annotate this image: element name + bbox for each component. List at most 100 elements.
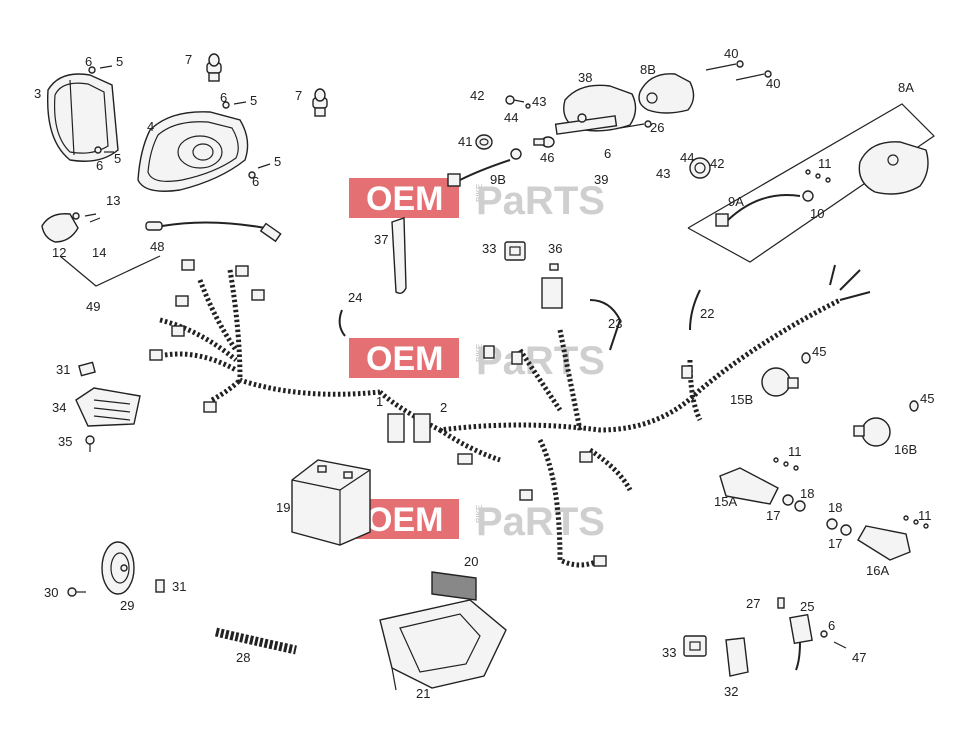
label-43: 43 — [656, 166, 670, 181]
watermark-2: OEM BIKE PaRTS — [349, 338, 605, 383]
label-33: 33 — [482, 241, 496, 256]
watermark-parts-text: PaRTS — [476, 179, 605, 223]
label-18: 18 — [828, 500, 842, 515]
label-5: 5 — [274, 154, 281, 169]
label-15B: 15B — [730, 392, 753, 407]
label-23: 23 — [608, 316, 622, 331]
bulb-45 — [801, 352, 919, 412]
label-43: 43 — [532, 94, 546, 109]
label-14: 14 — [92, 245, 106, 260]
screw-42a — [505, 95, 531, 109]
label-6: 6 — [252, 174, 259, 189]
label-1: 1 — [376, 394, 383, 409]
label-9B: 9B — [490, 172, 506, 187]
washers-17-18 — [782, 494, 852, 536]
indicator-15B — [761, 367, 799, 397]
watermark-oem-box — [349, 178, 459, 218]
lens-42b — [689, 157, 711, 179]
pins-11 — [773, 457, 929, 529]
label-5: 5 — [114, 151, 121, 166]
label-13: 13 — [106, 193, 120, 208]
headlight-lens-4 — [137, 111, 249, 192]
label-29: 29 — [120, 598, 134, 613]
label-31: 31 — [172, 579, 186, 594]
watermark-oem-box — [349, 338, 459, 378]
label-6: 6 — [220, 90, 227, 105]
inset-8A — [687, 103, 935, 263]
label-16A: 16A — [866, 563, 889, 578]
relay-33-bottom — [683, 635, 707, 657]
relay-33-top — [504, 241, 526, 261]
label-10: 10 — [810, 206, 824, 221]
label-40: 40 — [766, 76, 780, 91]
label-49: 49 — [86, 299, 100, 314]
small-screws — [88, 65, 271, 179]
label-36: 36 — [548, 241, 562, 256]
bolts-40 — [705, 60, 772, 81]
label-45: 45 — [920, 391, 934, 406]
bulb-46 — [533, 136, 555, 148]
foam-20 — [431, 571, 477, 601]
label-26: 26 — [650, 120, 664, 135]
label-3: 3 — [34, 86, 41, 101]
label-22: 22 — [700, 306, 714, 321]
label-8B: 8B — [640, 62, 656, 77]
switch-25 — [789, 613, 813, 671]
sleeve-28 — [214, 627, 297, 655]
tail-lens-8B — [638, 73, 695, 114]
bolt-26 — [619, 120, 652, 129]
indicator-16A — [857, 525, 911, 561]
label-30: 30 — [44, 585, 58, 600]
tail-lamp-38 — [554, 84, 637, 135]
bracket-49 — [59, 255, 161, 287]
label-17: 17 — [828, 536, 842, 551]
label-32: 32 — [724, 684, 738, 699]
label-41: 41 — [458, 134, 472, 149]
bolt-35 — [85, 435, 95, 452]
label-5: 5 — [116, 54, 123, 69]
label-31: 31 — [56, 362, 70, 377]
label-6: 6 — [828, 618, 835, 633]
clip-31a — [78, 361, 96, 377]
label-6: 6 — [85, 54, 92, 69]
horn-29 — [101, 541, 135, 595]
screw-47 — [820, 630, 847, 649]
watermark-1: OEM BIKE PaRTS — [349, 178, 605, 223]
label-37: 37 — [374, 232, 388, 247]
label-20: 20 — [464, 554, 478, 569]
grommet-41 — [475, 134, 493, 150]
watermark-oem-text: OEM — [366, 340, 443, 378]
label-11: 11 — [818, 156, 832, 171]
holder-32 — [725, 637, 749, 677]
label-11: 11 — [788, 444, 802, 459]
watermark-oem-text: OEM — [366, 501, 443, 539]
label-4: 4 — [147, 119, 154, 134]
label-44: 44 — [504, 110, 518, 125]
label-11: 11 — [918, 508, 932, 523]
battery-19 — [291, 459, 371, 546]
label-18: 18 — [800, 486, 814, 501]
clip-27 — [777, 597, 785, 609]
side-lamp-12 — [41, 212, 101, 243]
part-labels: 3 6 5 7 4 6 5 7 6 5 5 6 13 12 14 48 49 4… — [34, 46, 934, 701]
label-45: 45 — [812, 344, 826, 359]
label-46: 46 — [540, 150, 554, 165]
main-wiring-harness — [159, 264, 871, 568]
cable-48 — [145, 221, 282, 243]
watermark-parts-text: PaRTS — [476, 339, 605, 383]
watermark-oem-text: OEM — [366, 180, 443, 218]
label-40: 40 — [724, 46, 738, 61]
label-6: 6 — [96, 158, 103, 173]
label-7: 7 — [185, 52, 192, 67]
bulb-7-right — [312, 88, 328, 117]
wire-9B — [447, 148, 522, 187]
label-21: 21 — [416, 686, 430, 701]
watermark-bike-text: BIKE — [475, 344, 484, 362]
label-15A: 15A — [714, 494, 737, 509]
label-48: 48 — [150, 239, 164, 254]
label-35: 35 — [58, 434, 72, 449]
battery-tray-21 — [379, 599, 507, 691]
indicator-16B — [853, 417, 891, 447]
